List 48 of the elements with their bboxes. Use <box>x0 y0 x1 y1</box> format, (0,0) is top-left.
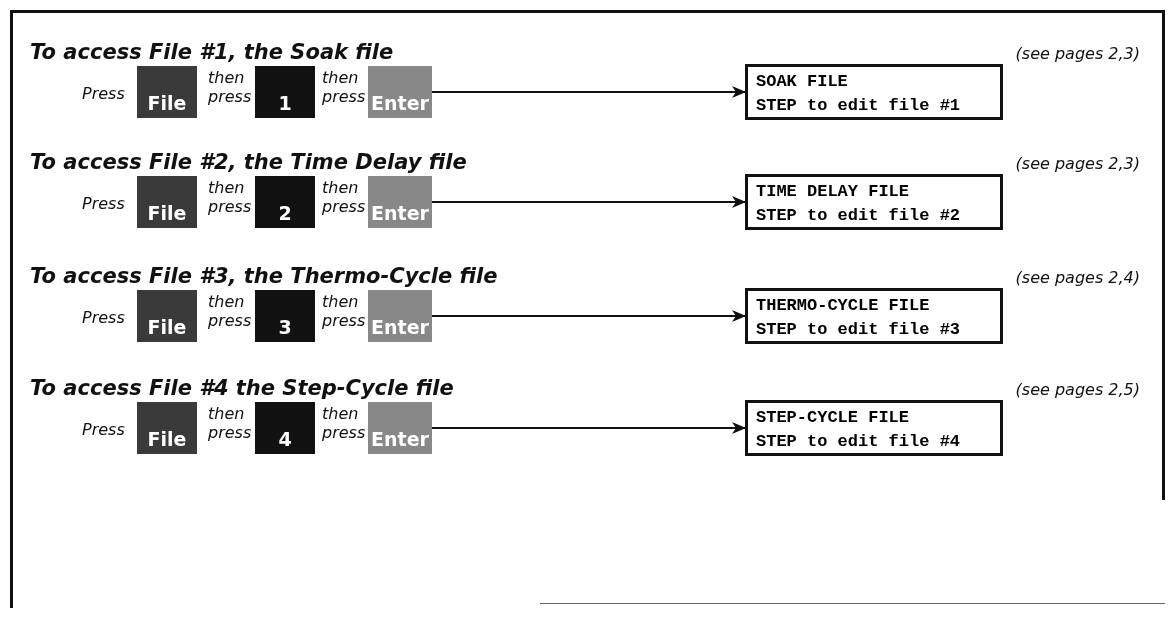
page-reference: (see pages 2,3) <box>1015 44 1140 63</box>
instruction-text: then press <box>208 178 253 216</box>
instruction-text: Press <box>82 194 126 213</box>
display-screen <box>745 174 1003 230</box>
keypad-key: 4 <box>255 402 315 454</box>
keypad-key: Enter <box>368 402 432 454</box>
step-heading: To access File #2, the Time Delay file <box>30 150 467 174</box>
page-reference: (see pages 2,3) <box>1015 154 1140 173</box>
step-heading: To access File #1, the Soak file <box>30 40 394 64</box>
keypad-key: File <box>137 402 197 454</box>
instruction-text: then press <box>322 178 367 216</box>
keypad-key: Enter <box>368 290 432 342</box>
keypad-key: 3 <box>255 290 315 342</box>
keypad-key: Enter <box>368 176 432 228</box>
keypad-key: File <box>137 176 197 228</box>
keypad-key: File <box>137 66 197 118</box>
display-text: STEP to edit file #2 <box>756 205 962 227</box>
display-text: STEP to edit file #3 <box>756 319 962 341</box>
instruction-text: Press <box>82 84 126 103</box>
instruction-text: then press <box>322 68 367 106</box>
arrow <box>431 422 746 434</box>
page-reference: (see pages 2,5) <box>1015 380 1140 399</box>
instruction-text: Press <box>82 308 126 327</box>
step-heading: To access File #4 the Step-Cycle file <box>30 376 454 400</box>
keypad-key: 1 <box>255 66 315 118</box>
page-reference: (see pages 2,4) <box>1015 268 1140 287</box>
display-screen <box>745 288 1003 344</box>
display-text: THERMO-CYCLE FILE <box>756 295 931 317</box>
display-text: STEP to edit file #4 <box>756 431 962 453</box>
arrow <box>431 196 746 208</box>
instruction-text: then press <box>208 68 253 106</box>
step-heading: To access File #3, the Thermo-Cycle file <box>30 264 498 288</box>
keypad-key: 2 <box>255 176 315 228</box>
display-text: TIME DELAY FILE <box>756 181 911 203</box>
keypad-key: File <box>137 290 197 342</box>
arrow <box>431 310 746 322</box>
display-screen <box>745 64 1003 120</box>
display-screen <box>745 400 1003 456</box>
display-text: SOAK FILE <box>756 71 849 93</box>
instruction-text: then press <box>208 292 253 330</box>
arrow <box>431 86 746 98</box>
instruction-text: then press <box>208 404 253 442</box>
display-text: STEP to edit file #1 <box>756 95 962 117</box>
display-text: STEP-CYCLE FILE <box>756 407 911 429</box>
keypad-key: Enter <box>368 66 432 118</box>
instruction-text: Press <box>82 420 126 439</box>
instruction-text: then press <box>322 292 367 330</box>
instruction-text: then press <box>322 404 367 442</box>
